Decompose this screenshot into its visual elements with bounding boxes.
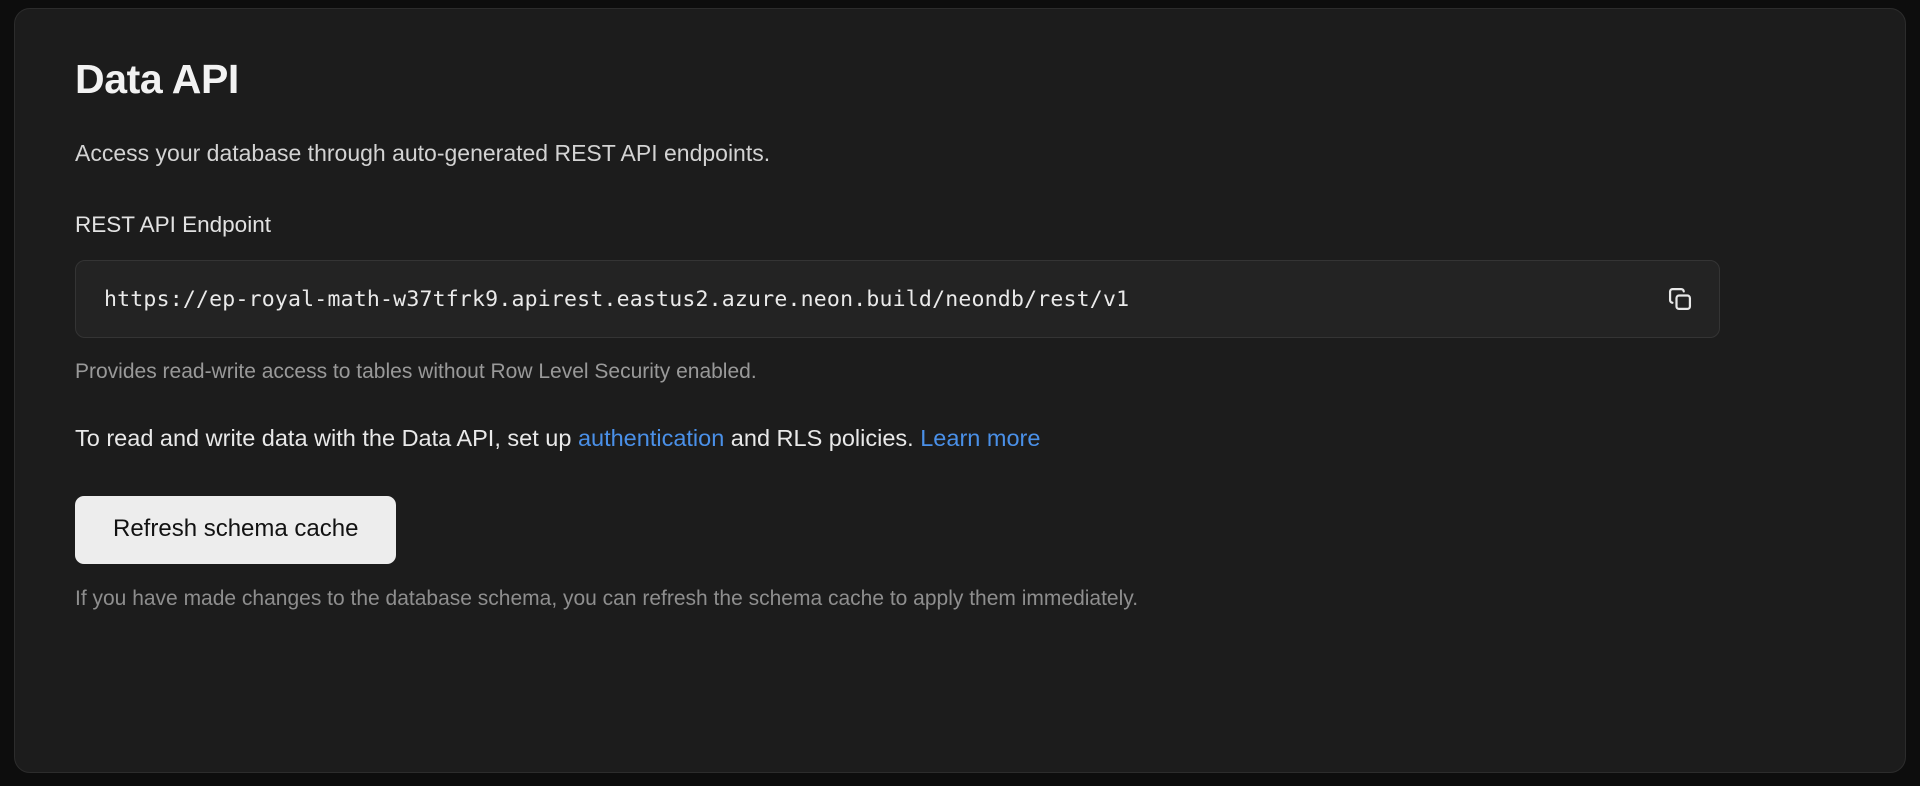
data-api-card: Data API Access your database through au…: [14, 8, 1906, 773]
copy-endpoint-button[interactable]: [1647, 261, 1713, 337]
card-subtitle: Access your database through auto-genera…: [75, 140, 771, 167]
schema-cache-action: Refresh schema cache If you have made ch…: [75, 454, 1845, 612]
learn-more-link[interactable]: Learn more: [920, 425, 1041, 452]
info-prefix-text: To read and write data with the Data API…: [75, 425, 578, 452]
rest-api-endpoint-field: REST API Endpoint Provides read-write ac…: [75, 169, 1845, 385]
rls-info-line: To read and write data with the Data API…: [75, 385, 1845, 454]
page-title: Data API: [75, 56, 239, 102]
info-middle-text: and RLS policies.: [724, 425, 921, 452]
copy-icon: [1666, 285, 1694, 313]
rest-api-endpoint-label: REST API Endpoint: [75, 212, 271, 238]
refresh-schema-cache-button[interactable]: Refresh schema cache: [75, 496, 397, 564]
endpoint-input-row: [75, 260, 1720, 339]
authentication-link[interactable]: authentication: [577, 425, 725, 452]
endpoint-help-text: Provides read-write access to tables wit…: [75, 360, 757, 384]
refresh-schema-help-text: If you have made changes to the database…: [75, 587, 1139, 610]
endpoint-url-input[interactable]: [76, 286, 1647, 312]
